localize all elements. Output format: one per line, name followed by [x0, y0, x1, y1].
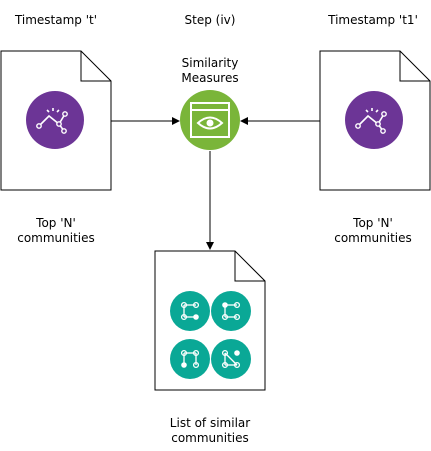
timestamp-t1-label: Timestamp 't1': [328, 13, 418, 27]
network-graph-icon: [345, 91, 403, 149]
community-graph-icon: [170, 339, 210, 379]
top-n-right-label: Top 'N' communities: [334, 216, 412, 245]
community-graph-icon: [211, 339, 251, 379]
list-similar-label: List of similar communities: [169, 416, 251, 445]
network-graph-icon: [26, 91, 84, 149]
step-label: Step (iv): [184, 13, 236, 27]
eye-window-icon: [180, 90, 240, 150]
timestamp-t-label: Timestamp 't': [14, 13, 98, 27]
top-n-left-label: Top 'N' communities: [17, 216, 95, 245]
community-graph-icon: [211, 291, 251, 331]
similarity-measures-label: Similarity Measures: [181, 56, 239, 85]
community-graph-icon: [170, 291, 210, 331]
